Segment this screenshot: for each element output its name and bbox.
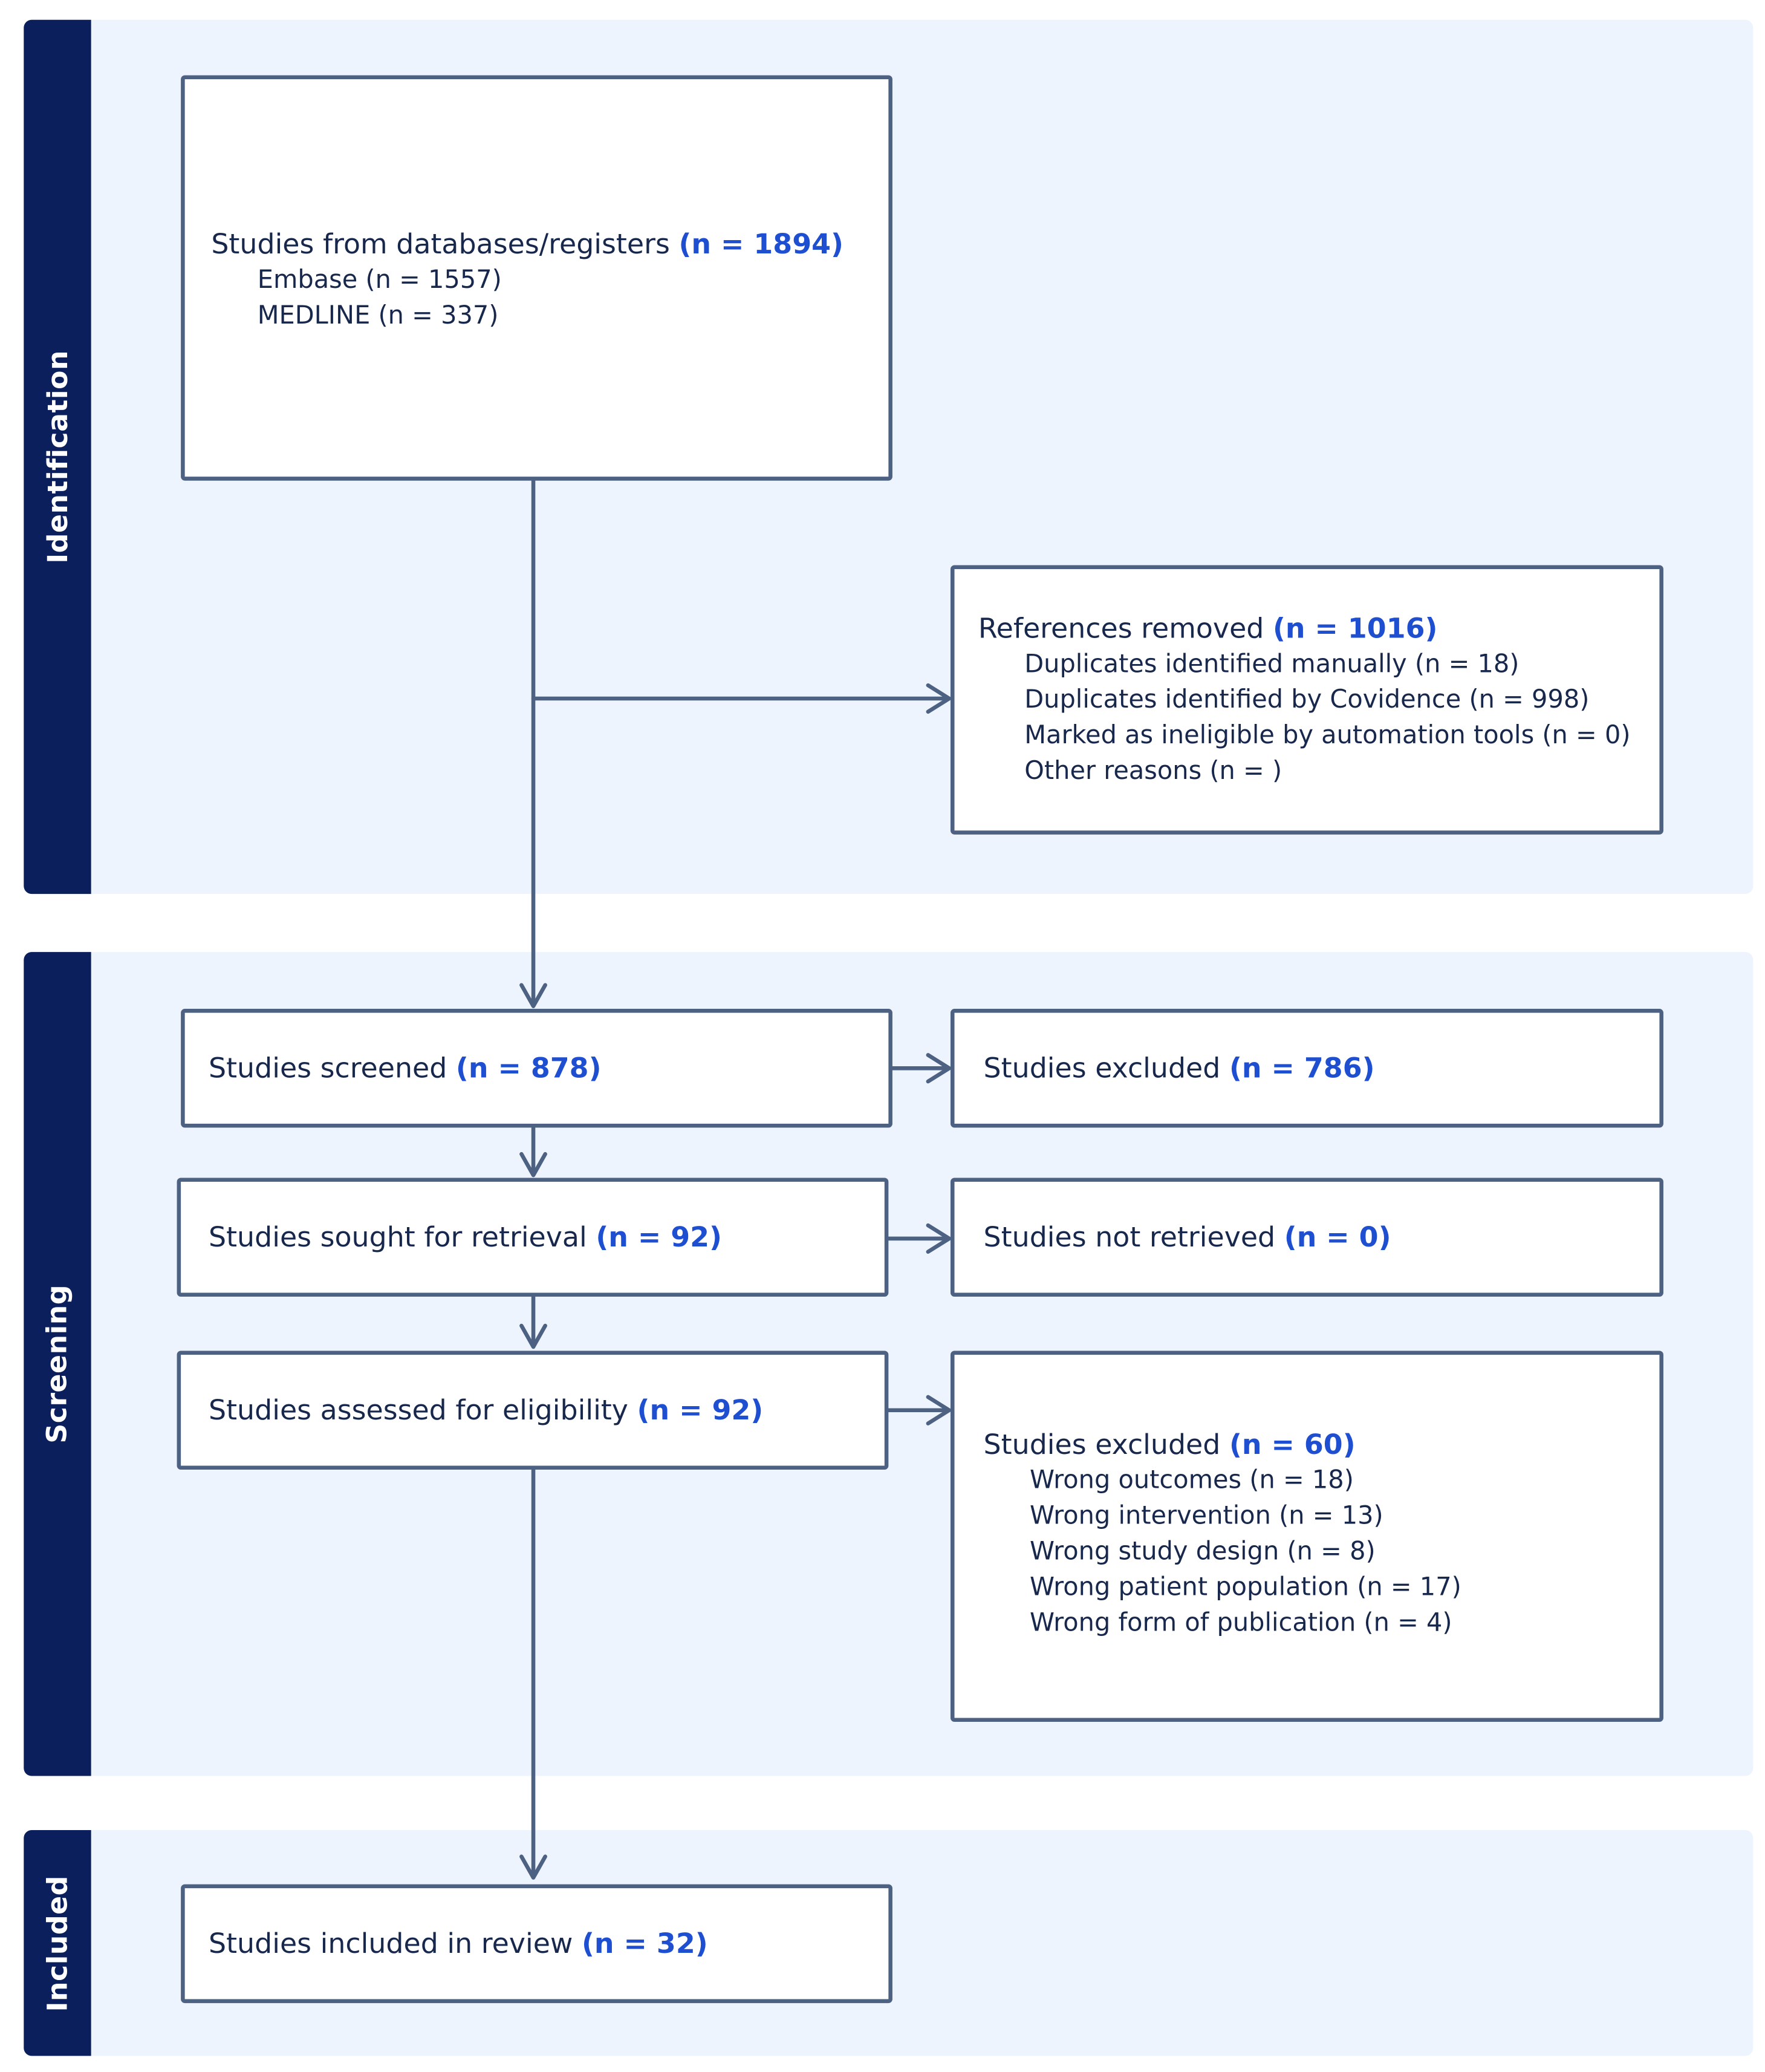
exclusion-reason-study-design: Wrong study design (n = 8) (1029, 1537, 1376, 1566)
arrow-head-removed (926, 683, 952, 714)
studies-sought-retrieval-box: Studies sought for retrieval (n = 92) (177, 1178, 889, 1297)
studies-screened-count: (n = 878) (455, 1051, 602, 1084)
arrow-head-not-retrieved (926, 1223, 952, 1254)
exclusion-reason-intervention: Wrong intervention (n = 13) (1029, 1501, 1383, 1531)
studies-excluded-box: Studies excluded (n = 786) (950, 1009, 1663, 1128)
arrow-head-screened (519, 983, 547, 1008)
references-removed-count: (n = 1016) (1272, 613, 1438, 645)
studies-assessed-eligibility-count: (n = 92) (637, 1393, 764, 1425)
identification-item-medline: MEDLINE (n = 337) (257, 301, 499, 330)
arrow-head-excluded (926, 1053, 952, 1084)
identification-item-embase: Embase (n = 1557) (257, 265, 502, 295)
studies-included-count: (n = 32) (581, 1927, 708, 1959)
studies-assessed-eligibility-label: Studies assessed for eligibility (208, 1393, 637, 1425)
references-removed-label: References removed (978, 613, 1273, 645)
studies-sought-retrieval-count: (n = 92) (596, 1220, 723, 1253)
identification-box-count: (n = 1894) (678, 228, 843, 261)
references-removed-box: References removed (n = 1016) Duplicates… (950, 565, 1663, 835)
studies-excluded-count: (n = 786) (1229, 1051, 1375, 1084)
studies-not-retrieved-count: (n = 0) (1284, 1220, 1391, 1253)
exclusion-reason-patient-population: Wrong patient population (n = 17) (1029, 1572, 1461, 1602)
removed-item-covidence-duplicates: Duplicates identified by Covidence (n = … (1024, 685, 1590, 715)
identification-side-bar (24, 19, 91, 894)
studies-sought-retrieval-label: Studies sought for retrieval (208, 1220, 596, 1253)
studies-included-label: Studies included in review (208, 1927, 582, 1959)
studies-included-box: Studies included in review (n = 32) (181, 1884, 892, 2004)
removed-item-manual-duplicates: Duplicates identified manually (n = 18) (1024, 650, 1520, 679)
included-side-bar (24, 1830, 91, 2056)
studies-not-retrieved-label: Studies not retrieved (983, 1220, 1284, 1253)
studies-excluded-eligibility-box: Studies excluded (n = 60) Wrong outcomes… (950, 1350, 1663, 1722)
studies-excluded-eligibility-count: (n = 60) (1229, 1429, 1356, 1461)
arrow-head-eligibility (519, 1323, 547, 1349)
studies-screened-label: Studies screened (208, 1051, 456, 1084)
screening-side-bar (24, 952, 91, 1776)
identification-box: Studies from databases/registers (n = 18… (181, 75, 892, 481)
removed-item-automation-ineligible: Marked as ineligible by automation tools… (1024, 721, 1631, 751)
exclusion-reason-outcomes: Wrong outcomes (n = 18) (1029, 1465, 1354, 1495)
arrow-head-included (519, 1854, 547, 1880)
studies-screened-box: Studies screened (n = 878) (181, 1009, 892, 1128)
studies-assessed-eligibility-box: Studies assessed for eligibility (n = 92… (177, 1350, 889, 1470)
arrow-head-retrieval (519, 1152, 547, 1178)
studies-excluded-label: Studies excluded (983, 1051, 1229, 1084)
studies-not-retrieved-box: Studies not retrieved (n = 0) (950, 1178, 1663, 1297)
arrow-head-excluded-eligibility (926, 1395, 952, 1425)
removed-item-other-reasons: Other reasons (n = ) (1024, 757, 1282, 786)
identification-box-label: Studies from databases/registers (211, 228, 679, 261)
studies-excluded-eligibility-label: Studies excluded (983, 1429, 1229, 1461)
exclusion-reason-publication-form: Wrong form of publication (n = 4) (1029, 1608, 1452, 1638)
